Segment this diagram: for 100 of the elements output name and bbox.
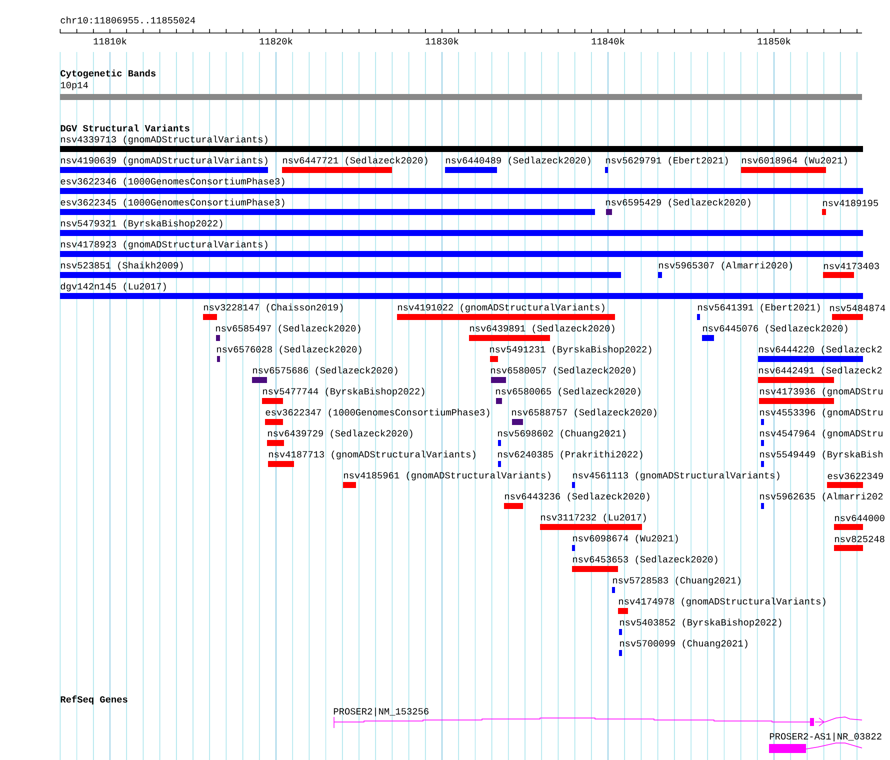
variant-bar: nsv6442491 (Sedlazeck2 — [758, 366, 882, 383]
variant-bar: nsv4187713 (gnomADStructuralVariants) — [268, 450, 476, 467]
node-label: nsv6445076 (Sedlazeck2020) — [703, 324, 848, 334]
variant-bar: nsv4561113 (gnomADStructuralVariants) — [572, 472, 780, 488]
node-label: nsv4339713 (gnomADStructuralVariants) — [61, 136, 268, 144]
variant-bar: nsv6439891 (Sedlazeck2020) — [469, 324, 614, 341]
node-label: nsv5728583 (Chuang2021) — [613, 576, 740, 586]
node-label: nsv6588757 (Sedlazeck2020) — [512, 408, 656, 418]
variant-bar: nsv4185961 (gnomADStructuralVariants) — [343, 472, 550, 488]
node-label: nsv4185961 (gnomADStructuralVariants) — [344, 472, 550, 480]
variant-bar: nsv4189195 — [822, 200, 878, 215]
variant-bar: nsv6440489 (Sedlazeck2020) — [445, 156, 590, 173]
node-label: nsv6443236 (Sedlazeck2020) — [505, 492, 650, 502]
tick-label: 11810k — [94, 38, 126, 44]
node-label: nsv5479321 (ByrskaBishop2022) — [61, 220, 222, 228]
variant-bar: nsv4553396 (gnomADStru — [760, 408, 882, 425]
variant-bar: nsv5698602 (Chuang2021) — [498, 430, 626, 446]
variant-bar: esv3622347 (1000GenomesConsortiumPhase3) — [265, 408, 490, 425]
node-label: nsv6453653 (Sedlazeck2020) — [573, 556, 718, 564]
variant-bar: nsv3228147 (Chaisson2019) — [203, 304, 343, 320]
variant-bar: nsv5641391 (Ebert2021) — [697, 304, 820, 320]
node-label: nsv6440489 (Sedlazeck2020) — [446, 156, 590, 166]
variant-bar: nsv6580065 (Sedlazeck2020) — [496, 388, 640, 404]
variant-bar: esv3622346 (1000GenomesConsortiumPhase3) — [60, 178, 863, 194]
variant-bar: esv3622345 (1000GenomesConsortiumPhase3) — [60, 198, 595, 215]
node-label: nsv4174978 (gnomADStructuralVariants) — [619, 598, 826, 606]
variant-bar: dgv142n145 (Lu2017) — [60, 282, 863, 299]
variant-bar: nsv5491231 (ByrskaBishop2022) — [490, 346, 652, 362]
variant-bar: nsv5477744 (ByrskaBishop2022) — [262, 388, 424, 404]
variant-bar: nsv3117232 (Lu2017) — [540, 514, 646, 530]
node-label: nsv4547964 (gnomADStru — [760, 430, 882, 438]
node-label: nsv6240385 (Prakrithi2022) — [498, 450, 642, 460]
variant-bar: nsv5549449 (ByrskaBish — [760, 450, 882, 467]
variant-bar: esv3622349 — [827, 472, 883, 488]
variant-bar: nsv523851 (Shaikh2009) — [60, 262, 621, 278]
node-label: nsv6576028 (Sedlazeck2020) — [217, 346, 362, 354]
node-label: esv3622349 — [828, 472, 883, 480]
node-label: nsv6575686 (Sedlazeck2020) — [253, 366, 398, 376]
node-label: nsv5965307 (Almarri2020) — [659, 262, 792, 270]
variant-bar: nsv6580057 (Sedlazeck2020) — [491, 366, 636, 383]
variant-bar: nsv6444220 (Sedlazeck2 — [758, 346, 882, 362]
cytoband: 10p14 — [60, 82, 862, 100]
variant-bar: nsv6453653 (Sedlazeck2020) — [572, 556, 718, 572]
node-label: PROSER2|NM_153256 — [334, 708, 428, 716]
node-label: nsv4173936 (gnomADStru — [760, 388, 882, 396]
node-label: 10p14 — [60, 82, 88, 90]
variant-bar: nsv4190639 (gnomADStructuralVariants) — [60, 156, 268, 173]
node-label: nsv5403852 (ByrskaBishop2022) — [620, 618, 782, 628]
variant-bar: nsv6240385 (Prakrithi2022) — [498, 450, 642, 467]
gene-model: PROSER2-AS1|NR_03822 — [769, 732, 882, 753]
gene-model: PROSER2|NM_153256 — [334, 708, 862, 728]
node-label: nsv4189195 — [823, 200, 878, 206]
node-label: esv3622347 (1000GenomesConsortiumPhase3) — [266, 408, 490, 418]
variant-bar: nsv6585497 (Sedlazeck2020) — [216, 324, 360, 341]
tick-label: 11830k — [426, 38, 458, 44]
node-label: nsv3228147 (Chaisson2019) — [204, 304, 343, 312]
variant-bar: nsv4178923 (gnomADStructuralVariants) — [60, 240, 863, 257]
variant-bar: nsv6576028 (Sedlazeck2020) — [217, 346, 362, 362]
variant-bar: nsv5728583 (Chuang2021) — [612, 576, 740, 593]
node-label: nsv4187713 (gnomADStructuralVariants) — [269, 450, 476, 460]
node-label: nsv825248 — [835, 536, 884, 542]
node-label: nsv6018964 (Wu2021) — [742, 156, 847, 166]
node-label: nsv6098674 (Wu2021) — [573, 534, 678, 544]
node-label: nsv6442491 (Sedlazeck2 — [759, 366, 882, 376]
node-label: nsv5962635 (Almarri202 — [760, 492, 883, 502]
variant-bar: nsv5700099 (Chuang2021) — [619, 640, 748, 656]
node-label: nsv6595429 (Sedlazeck2020) — [606, 198, 750, 208]
node-label: nsv5700099 (Chuang2021) — [620, 640, 748, 648]
node-label: PROSER2-AS1|NR_03822 — [770, 732, 882, 742]
node-label: nsv6447721 (Sedlazeck2020) — [283, 156, 428, 166]
node-label: nsv5484874 — [830, 304, 886, 312]
track-title: DGV Structural Variants — [60, 124, 190, 132]
node-label: nsv4178923 (gnomADStructuralVariants) — [61, 240, 268, 250]
variant-bar: nsv5484874 — [830, 304, 886, 320]
node-label: nsv5698602 (Chuang2021) — [498, 430, 626, 438]
node-label: nsv4553396 (gnomADStru — [760, 408, 882, 418]
variant-bar: nsv6595429 (Sedlazeck2020) — [606, 198, 750, 215]
variant-bar: nsv6445076 (Sedlazeck2020) — [702, 324, 848, 341]
variant-bar: nsv4173403 — [823, 262, 879, 278]
variant-bar: nsv6098674 (Wu2021) — [572, 534, 678, 551]
node-label: dgv142n145 (Lu2017) — [60, 282, 166, 292]
variant-bar: nsv644000 — [834, 514, 884, 530]
node-label: esv3622345 (1000GenomesConsortiumPhase3) — [60, 198, 284, 208]
locus-label: chr10:11806955..11855024 — [60, 16, 196, 24]
node-label: nsv5641391 (Ebert2021) — [698, 304, 820, 312]
node-label: esv3622346 (1000GenomesConsortiumPhase3) — [60, 178, 284, 186]
variant-bar: nsv4547964 (gnomADStru — [760, 430, 882, 446]
variant-bar: nsv5403852 (ByrskaBishop2022) — [619, 618, 782, 635]
node-label: nsv6444220 (Sedlazeck2 — [759, 346, 882, 354]
node-label: nsv5549449 (ByrskaBish — [760, 450, 882, 460]
variant-bar: nsv4339713 (gnomADStructuralVariants) — [60, 136, 863, 152]
track-title: Cytogenetic Bands — [60, 70, 156, 78]
variant-bar: nsv5629791 (Ebert2021) — [605, 156, 728, 173]
node-label: nsv4190639 (gnomADStructuralVariants) — [61, 156, 268, 166]
node-label: nsv4561113 (gnomADStructuralVariants) — [573, 472, 780, 480]
node-label: nsv6439729 (Sedlazeck2020) — [268, 430, 412, 438]
node-label: nsv6580065 (Sedlazeck2020) — [496, 388, 640, 396]
variant-bar: nsv4173936 (gnomADStru — [759, 388, 882, 404]
variant-bar: nsv6439729 (Sedlazeck2020) — [267, 430, 412, 446]
node-label: nsv5477744 (ByrskaBishop2022) — [263, 388, 424, 396]
